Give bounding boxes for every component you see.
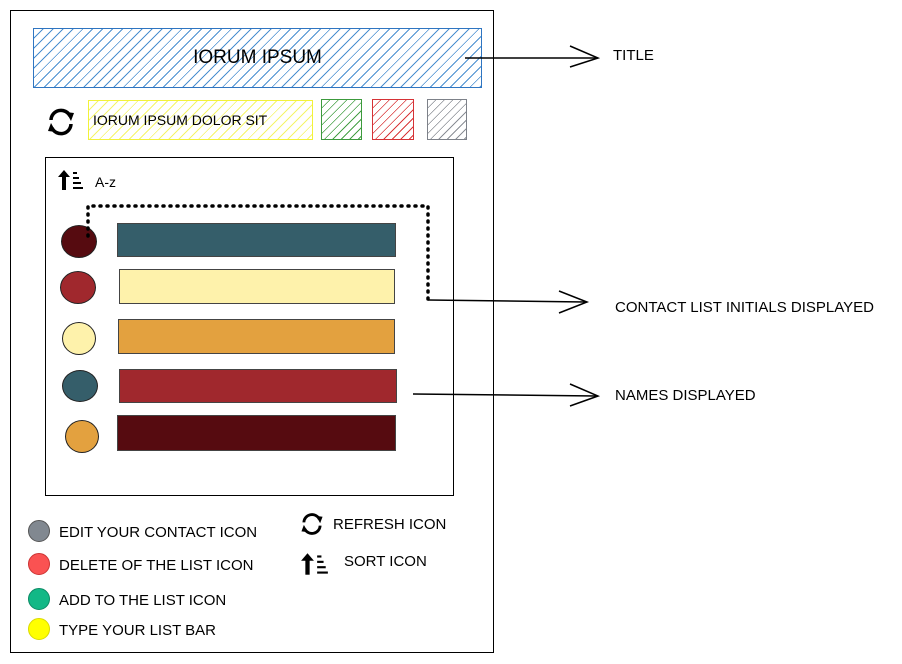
annotation-names: NAMES DISPLAYED: [615, 387, 756, 404]
refresh-icon: [48, 108, 74, 136]
list-input-bar[interactable]: IORUM IPSUM DOLOR SIT: [88, 100, 313, 140]
initials-arrow-head: [558, 290, 590, 314]
refresh-icon: [301, 513, 323, 535]
edit-legend-swatch: [28, 520, 50, 542]
contact-name-bar[interactable]: [117, 415, 396, 451]
sort-legend-icon-wrap: [300, 552, 330, 576]
names-arrow-head: [569, 383, 601, 407]
contact-initial-avatar: [62, 322, 96, 355]
contact-list: [45, 157, 454, 496]
names-arrow-line: [412, 393, 597, 397]
add-legend-label: ADD TO THE LIST ICON: [59, 592, 227, 609]
contact-initial-avatar: [60, 271, 96, 304]
contact-name-bar[interactable]: [118, 319, 395, 354]
annotation-initials: CONTACT LIST INITIALS DISPLAYED: [615, 299, 874, 316]
edit-legend-label: EDIT YOUR CONTACT ICON: [59, 524, 258, 541]
title-text: IORUM IPSUM: [193, 47, 322, 68]
type-legend-label: TYPE YOUR LIST BAR: [59, 622, 216, 639]
title-bar: IORUM IPSUM: [33, 28, 482, 88]
sort-label: A-z: [95, 174, 116, 190]
add-button[interactable]: [321, 99, 362, 140]
list-input-value: IORUM IPSUM DOLOR SIT: [93, 112, 268, 128]
initials-bracket: [86, 204, 430, 302]
contact-initial-avatar: [61, 225, 97, 258]
sort-icon: [58, 170, 83, 190]
contact-initial-avatar: [62, 370, 98, 402]
delete-button[interactable]: [372, 99, 414, 140]
sort-icon: [301, 553, 328, 575]
contact-name-bar[interactable]: [119, 369, 397, 403]
app-frame: [10, 10, 494, 653]
add-legend-swatch: [28, 588, 50, 610]
initials-arrow-line: [427, 299, 586, 303]
type-legend-swatch: [28, 618, 50, 640]
contact-initial-avatar: [65, 420, 99, 453]
refresh-button[interactable]: [45, 106, 77, 138]
annotation-title: TITLE: [613, 47, 654, 64]
title-arrow-head: [569, 45, 601, 68]
refresh-legend-icon-wrap: [299, 511, 325, 537]
delete-legend-label: DELETE OF THE LIST ICON: [59, 557, 254, 574]
delete-legend-swatch: [28, 553, 50, 575]
contact-name-bar[interactable]: [119, 269, 395, 304]
sort-button[interactable]: [57, 169, 85, 191]
sort-legend-label: SORT ICON: [344, 553, 427, 570]
edit-button[interactable]: [427, 99, 467, 140]
contact-name-bar[interactable]: [117, 223, 396, 257]
refresh-legend-label: REFRESH ICON: [333, 516, 447, 533]
